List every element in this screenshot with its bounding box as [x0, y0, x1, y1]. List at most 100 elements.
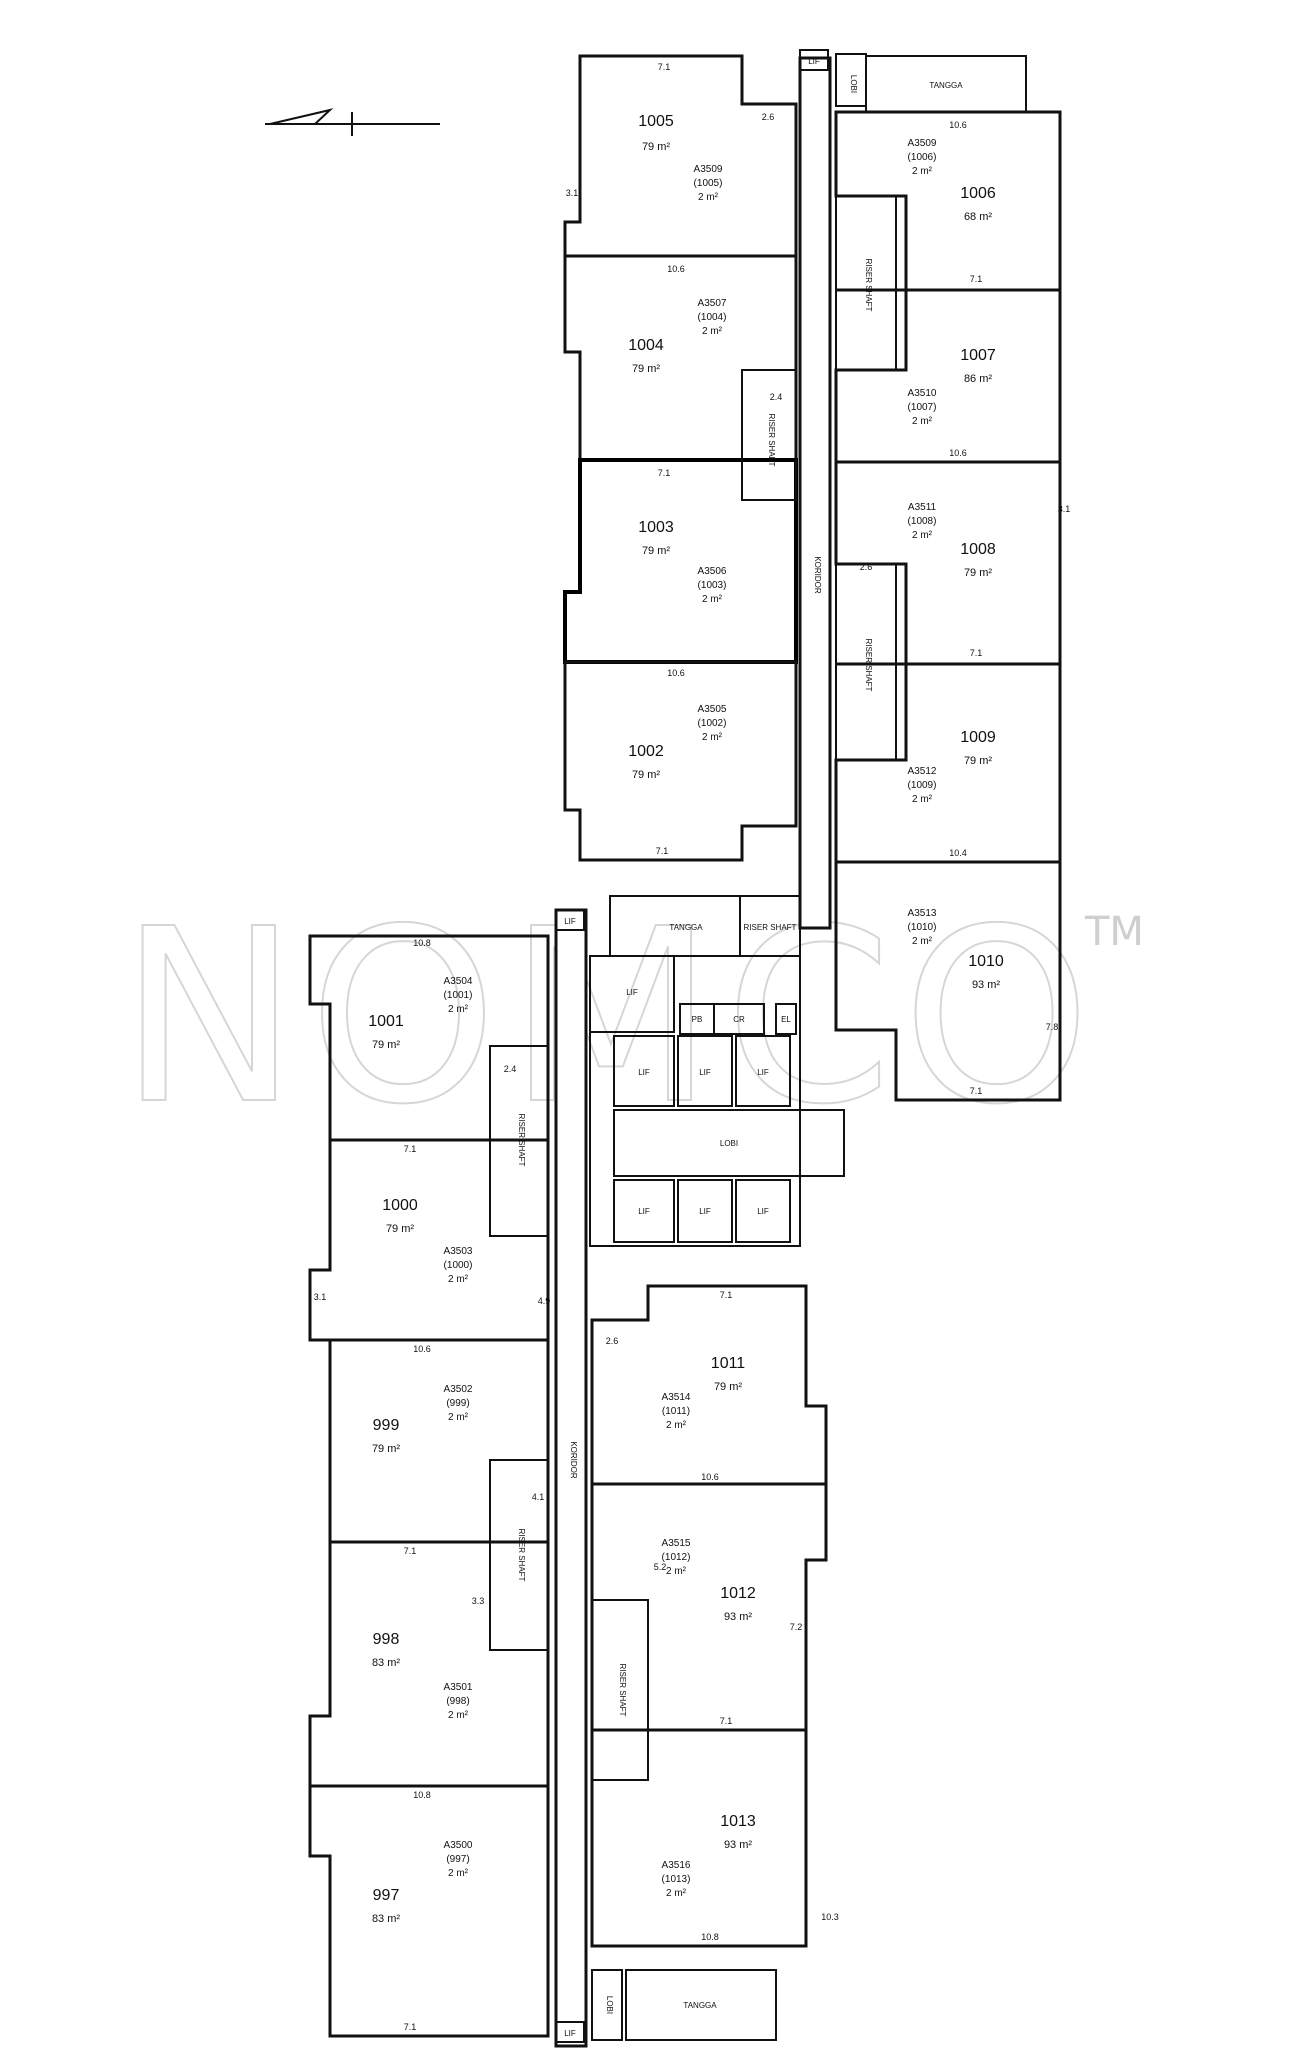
stair-mid: TANGGA	[669, 923, 703, 932]
lobby-lift: LOBI	[720, 1139, 738, 1148]
watermark: NOMCO	[119, 877, 1101, 1157]
unit-1004-number: 1004	[628, 337, 664, 354]
dim-half-a: 3.1	[566, 188, 579, 198]
unit-1007-number: 1007	[960, 347, 996, 364]
unit-1007-tag-ref: (1007)	[908, 402, 937, 413]
stair-bottom: TANGGA	[683, 2001, 717, 2010]
unit-1003-number: 1003	[638, 519, 674, 536]
unit-1006-tag-id: A3509	[908, 138, 937, 149]
unit-998-tag-area: 2 m²	[448, 1710, 469, 1721]
unit-1011-tag-area: 2 m²	[666, 1420, 687, 1431]
dim-999-top: 10.6	[413, 1344, 431, 1354]
unit-1012-area: 93 m²	[724, 1611, 752, 1623]
unit-997-area: 83 m²	[372, 1913, 400, 1925]
dim-1011-bottom: 10.6	[701, 1472, 719, 1482]
unit-1005-tag-area: 2 m²	[698, 192, 719, 203]
unit-1010-tag-ref: (1010)	[908, 922, 937, 933]
dim-1007-bottom: 10.6	[949, 448, 967, 458]
unit-1013-number: 1013	[720, 1813, 756, 1830]
unit-1001-tag-ref: (1001)	[444, 990, 473, 1001]
unit-998-area: 83 m²	[372, 1657, 400, 1669]
dim-s78: 7.8	[1046, 1022, 1059, 1032]
unit-998-tag-ref: (998)	[446, 1696, 469, 1707]
room-cr: CR	[733, 1015, 745, 1024]
riser-lower-left-1: RISER SHAFT	[517, 1114, 526, 1167]
watermark-tm: TM	[1084, 909, 1144, 955]
riser-upper-right-2: RISER SHAFT	[864, 639, 873, 692]
unit-1003-tag-area: 2 m²	[702, 594, 723, 605]
unit-1006-number: 1006	[960, 185, 996, 202]
dim-997-bottom: 7.1	[404, 2022, 417, 2032]
unit-1003-tag-id: A3506	[698, 566, 727, 577]
shaft-pb: PB	[692, 1015, 703, 1024]
dim-s52: 5.2	[654, 1562, 667, 1572]
unit-1005-area: 79 m²	[642, 141, 670, 153]
dim-s72: 7.2	[790, 1622, 803, 1632]
unit-1002-tag-ref: (1002)	[698, 718, 727, 729]
unit-1001-tag-area: 2 m²	[448, 1004, 469, 1015]
lift-3: LIF	[757, 1068, 769, 1077]
unit-1001-area: 79 m²	[372, 1039, 400, 1051]
corridor-label-upper: KORIDOR	[813, 556, 822, 594]
north-arrow-icon	[265, 108, 440, 136]
riser-mid: RISER SHAFT	[744, 923, 797, 932]
unit-1000-area: 79 m²	[386, 1223, 414, 1235]
lift-top-label: LIF	[808, 57, 820, 66]
unit-1013-tag-ref: (1013)	[662, 1874, 691, 1885]
dim-1002-bottom: 7.1	[656, 846, 669, 856]
dim-s24-a: 2.4	[770, 392, 783, 402]
unit-1004-tag-ref: (1004)	[698, 312, 727, 323]
unit-999-tag-ref: (999)	[446, 1398, 469, 1409]
unit-1009-tag-area: 2 m²	[912, 794, 933, 805]
unit-1008-area: 79 m²	[964, 567, 992, 579]
unit-1012-tag-ref: (1012)	[662, 1552, 691, 1563]
dim-1002-top: 10.6	[667, 668, 685, 678]
unit-997-number: 997	[373, 1887, 400, 1904]
unit-1006-tag-ref: (1006)	[908, 152, 937, 163]
unit-1008-tag-id: A3511	[908, 502, 937, 513]
unit-1012-number: 1012	[720, 1585, 756, 1602]
stair-top: TANGGA	[929, 81, 963, 90]
dim-1012-bottom: 7.1	[720, 1716, 733, 1726]
dim-s49: 4.9	[538, 1296, 551, 1306]
unit-998-number: 998	[373, 1631, 400, 1648]
dim-997-top: 10.8	[413, 1790, 431, 1800]
unit-1011-number: 1011	[711, 1355, 746, 1372]
dim-1013-bottom: 10.8	[701, 1932, 719, 1942]
dim-half-b: 3.1	[1058, 504, 1071, 514]
riser-lower-left-2: RISER SHAFT	[517, 1529, 526, 1582]
dim-1010-bottom: 7.1	[970, 1086, 983, 1096]
unit-999-number: 999	[373, 1417, 400, 1434]
unit-1003-area: 79 m²	[642, 545, 670, 557]
dim-s26-a: 2.6	[762, 112, 775, 122]
room-el: EL	[781, 1015, 791, 1024]
unit-999-area: 79 m²	[372, 1443, 400, 1455]
unit-1010-tag-area: 2 m²	[912, 936, 933, 947]
unit-997-tag-area: 2 m²	[448, 1868, 469, 1879]
lift-2: LIF	[699, 1068, 711, 1077]
dim-s26-c: 2.6	[606, 1336, 619, 1346]
unit-1005-tag-id: A3509	[694, 164, 723, 175]
dim-d103: 10.3	[821, 1912, 839, 1922]
dim-s24-b: 2.4	[504, 1064, 517, 1074]
unit-1000-tag-id: A3503	[444, 1246, 473, 1257]
unit-1009-area: 79 m²	[964, 755, 992, 767]
unit-998-tag-id: A3501	[444, 1682, 473, 1693]
lift-mid-label: LIF	[564, 917, 576, 926]
unit-1009-tag-id: A3512	[908, 766, 937, 777]
dim-1001-top: 10.8	[413, 938, 431, 948]
dim-1011-top: 7.1	[720, 1290, 733, 1300]
unit-1013-tag-area: 2 m²	[666, 1888, 687, 1899]
unit-999-tag-id: A3502	[444, 1384, 473, 1395]
unit-1001-tag-id: A3504	[444, 976, 473, 987]
riser-upper-right-1: RISER SHAFT	[864, 259, 873, 312]
unit-1005-tag-ref: (1005)	[694, 178, 723, 189]
unit-1002-area: 79 m²	[632, 769, 660, 781]
dim-998-top: 7.1	[404, 1546, 417, 1556]
unit-1008-tag-ref: (1008)	[908, 516, 937, 527]
dim-1008-bottom: 7.1	[970, 648, 983, 658]
unit-1001-number: 1001	[368, 1013, 404, 1030]
dim-1005-top: 7.1	[658, 62, 671, 72]
unit-1000-number: 1000	[382, 1197, 418, 1214]
